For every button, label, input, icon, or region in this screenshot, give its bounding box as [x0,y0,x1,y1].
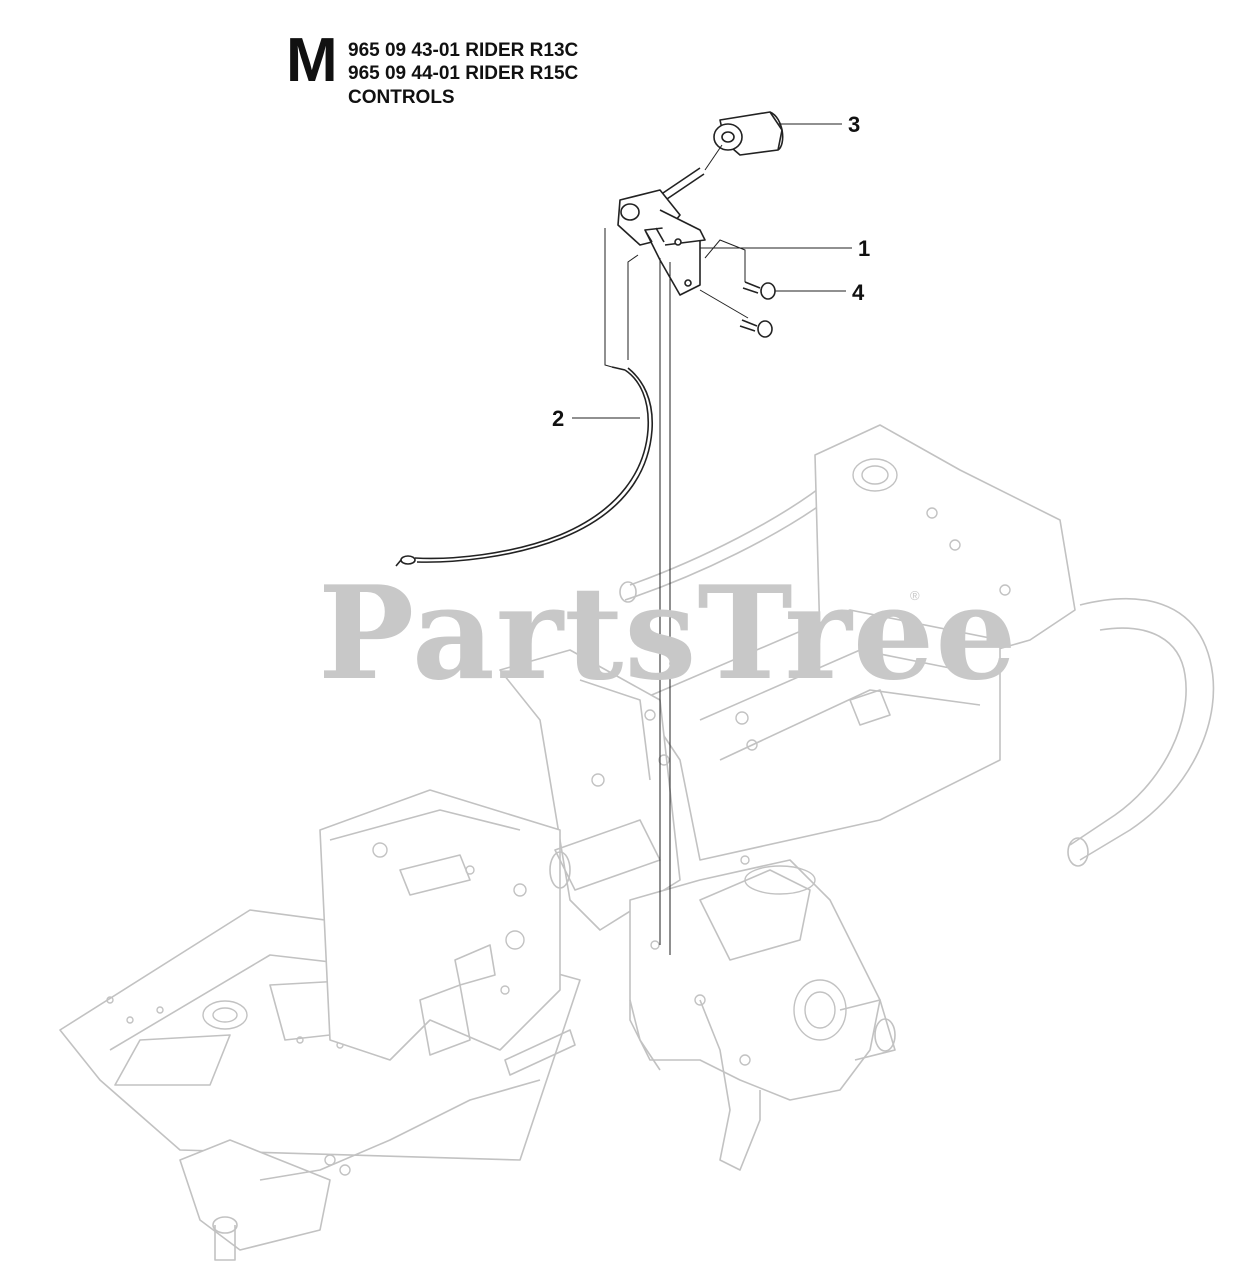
part-2-throttle-cable [395,366,653,567]
callout-leaders [572,123,852,419]
partstree-watermark: PartsTree [318,559,1018,709]
title-model-r13c: 965 09 43-01 RIDER R13C [348,40,579,61]
part-3-knob [713,111,784,156]
section-letter: M [286,26,338,95]
callout-part-4[interactable]: 4 [852,280,865,305]
callout-part-1[interactable]: 1 [858,236,871,261]
part-4-screws [739,281,776,338]
title-model-r15c: 965 09 44-01 RIDER R15C [348,63,579,84]
assembly-guide-lines [604,144,749,955]
part-1-throttle-control [617,167,706,296]
title-section-name: CONTROLS [348,87,455,108]
trademark-symbol: ® [910,588,920,603]
callout-part-3[interactable]: 3 [848,112,861,137]
chassis-frame [59,424,1215,1261]
callout-part-2[interactable]: 2 [552,406,565,431]
